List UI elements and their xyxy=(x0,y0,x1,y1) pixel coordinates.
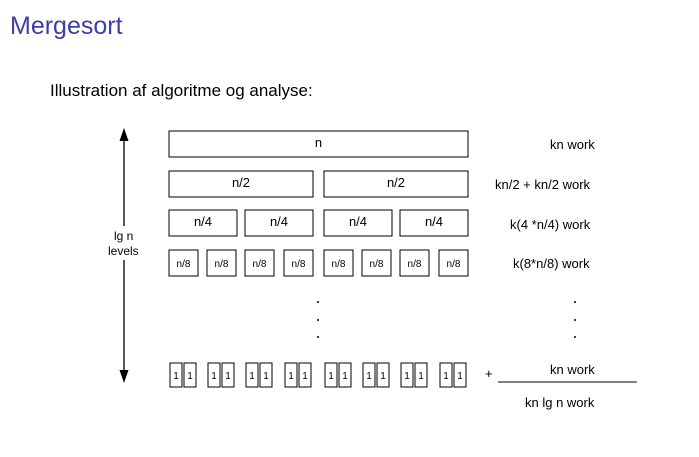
leaf-label: 1 xyxy=(249,371,255,382)
subproblem-label: n/8 xyxy=(292,259,306,270)
leaf-label: 1 xyxy=(302,371,308,382)
subproblem-label: n/8 xyxy=(215,259,229,270)
subproblem-label: n/8 xyxy=(332,259,346,270)
leaf-label: 1 xyxy=(263,371,269,382)
subproblem-box xyxy=(168,170,314,198)
leaf-label: 1 xyxy=(187,371,193,382)
subproblem-box xyxy=(244,249,275,277)
subproblem-box xyxy=(399,209,469,237)
subproblem-label: n/2 xyxy=(232,175,250,190)
subproblem-label: n/8 xyxy=(408,259,422,270)
subproblem-label: n/8 xyxy=(177,259,191,270)
leaf-box xyxy=(169,362,183,388)
subproblem-label: n/4 xyxy=(270,214,288,229)
leaf-label: 1 xyxy=(211,371,217,382)
subproblem-box xyxy=(399,249,430,277)
plus-sign: + xyxy=(485,366,493,381)
leaf-box xyxy=(221,362,235,388)
level-work-label: kn work xyxy=(550,137,595,152)
leaf-label: 1 xyxy=(418,371,424,382)
ellipsis-dots-middle xyxy=(317,301,319,338)
leaf-box xyxy=(453,362,467,388)
level-row-0: n kn work xyxy=(168,130,595,158)
levels-label-line1: lg n xyxy=(114,229,133,243)
leaf-box xyxy=(414,362,428,388)
subproblem-label: n/4 xyxy=(349,214,367,229)
level-row-1: n/2 n/2 kn/2 + kn/2 work xyxy=(168,170,591,198)
slide-title: Mergesort xyxy=(10,12,123,40)
subproblem-box xyxy=(244,209,314,237)
subproblem-label: n/2 xyxy=(387,175,405,190)
leaf-box xyxy=(183,362,197,388)
slide-subtitle: Illustration af algoritme og analyse: xyxy=(50,81,313,100)
level-work-label: k(4 *n/4) work xyxy=(510,217,591,232)
level-work-label: k(8*n/8) work xyxy=(513,256,590,271)
subproblem-box xyxy=(168,209,238,237)
subproblem-label: n/8 xyxy=(253,259,267,270)
leaf-box xyxy=(284,362,298,388)
leaf-box xyxy=(338,362,352,388)
leaf-label: 1 xyxy=(328,371,334,382)
leaf-label: 1 xyxy=(443,371,449,382)
subproblem-label: n/4 xyxy=(194,214,212,229)
leaf-label: 1 xyxy=(173,371,179,382)
leaf-box xyxy=(207,362,221,388)
subproblem-label: n/8 xyxy=(370,259,384,270)
subproblem-box xyxy=(323,249,354,277)
last-row-work-label: kn work xyxy=(550,362,595,377)
level-row-3: n/8 n/8 n/8 n/8 n/8 n/8 n/8 n/8 k(8*n/8)… xyxy=(168,249,590,277)
subproblem-box xyxy=(323,170,469,198)
subproblem-box xyxy=(323,209,393,237)
leaf-label: 1 xyxy=(342,371,348,382)
leaf-label: 1 xyxy=(380,371,386,382)
leaf-label: 1 xyxy=(457,371,463,382)
leaf-label: 1 xyxy=(288,371,294,382)
subproblem-label: n/4 xyxy=(425,214,443,229)
subproblem-label: n/8 xyxy=(447,259,461,270)
leaf-label: 1 xyxy=(366,371,372,382)
subproblem-box xyxy=(168,130,469,158)
subproblem-box xyxy=(168,249,199,277)
leaf-box xyxy=(324,362,338,388)
subproblem-box xyxy=(361,249,392,277)
leaf-box xyxy=(376,362,390,388)
leaf-label: 1 xyxy=(225,371,231,382)
leaf-label: 1 xyxy=(404,371,410,382)
subproblem-box xyxy=(283,249,314,277)
leaf-box xyxy=(245,362,259,388)
level-work-label: kn/2 + kn/2 work xyxy=(495,177,591,192)
leaf-box xyxy=(400,362,414,388)
leaf-box xyxy=(298,362,312,388)
levels-label-line2: levels xyxy=(108,244,139,258)
subproblem-box xyxy=(206,249,237,277)
ellipsis-dots-work xyxy=(574,301,576,338)
total-work-label: kn lg n work xyxy=(525,395,595,410)
subproblem-box xyxy=(438,249,469,277)
level-row-2: n/4 n/4 n/4 n/4 k(4 *n/4) work xyxy=(168,209,591,237)
leaf-box xyxy=(439,362,453,388)
subproblem-label: n xyxy=(315,135,322,150)
leaf-box xyxy=(362,362,376,388)
leaf-box xyxy=(259,362,273,388)
